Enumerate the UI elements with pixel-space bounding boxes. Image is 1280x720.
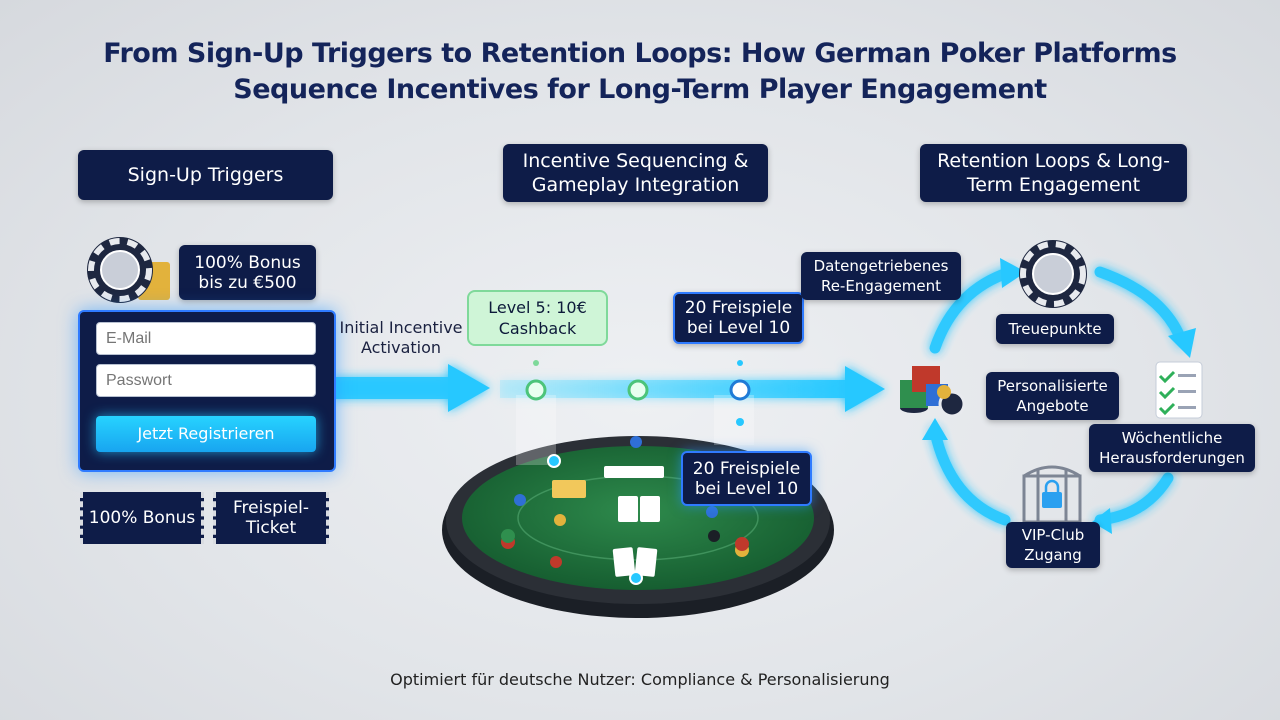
reengagement-label: Datengetriebenes Re-Engagement: [801, 252, 961, 300]
poker-table: [442, 395, 834, 618]
registration-form: Jetzt Registrieren: [78, 310, 336, 472]
retention-chip-stack-icon: [900, 366, 966, 418]
playing-cards-icon: [552, 466, 664, 577]
footer-note: Optimiert für deutsche Nutzer: Complianc…: [390, 670, 890, 689]
stage-header-sequencing: Incentive Sequencing & Gameplay Integrat…: [503, 144, 768, 202]
vip-access-label: VIP-Club Zugang: [1006, 522, 1100, 568]
loyalty-chip-icon: [1019, 240, 1087, 308]
timeline-nodes: [525, 360, 751, 426]
stage-header-retention: Retention Loops & Long-Term Engagement: [920, 144, 1187, 202]
page-title: From Sign-Up Triggers to Retention Loops…: [40, 36, 1240, 108]
register-button[interactable]: Jetzt Registrieren: [96, 416, 316, 452]
table-chips-icon: [501, 436, 749, 568]
milestone-level10-top: 20 Freispiele bei Level 10: [673, 292, 804, 344]
vip-gate-icon: [1022, 465, 1082, 524]
timeline-beam: [500, 366, 885, 412]
milestone-level5: Level 5: 10€ Cashback: [467, 290, 608, 346]
email-field[interactable]: [96, 322, 316, 355]
weekly-challenges-label: Wöchentliche Herausforderungen: [1089, 424, 1255, 472]
title-line-2: Sequence Incentives for Long-Term Player…: [233, 74, 1047, 105]
stage-header-signup: Sign-Up Triggers: [78, 150, 333, 200]
activation-label: Initial Incentive Activation: [339, 318, 463, 357]
loyalty-points-label: Treuepunkte: [996, 314, 1114, 344]
milestone-level10-table: 20 Freispiele bei Level 10: [681, 451, 812, 506]
loop-arrowheads: [922, 258, 1196, 534]
ticket-freespin: Freispiel-Ticket: [213, 492, 329, 544]
bonus-badge: 100% Bonus bis zu €500: [179, 245, 316, 300]
password-field[interactable]: [96, 364, 316, 397]
personalized-offers-label: Personalisierte Angebote: [986, 372, 1119, 420]
ticket-bonus: 100% Bonus: [80, 492, 204, 544]
poker-chip-icon: [87, 237, 170, 303]
checklist-icon: [1155, 361, 1203, 419]
title-line-1: From Sign-Up Triggers to Retention Loops…: [103, 38, 1177, 69]
activation-arrow: [332, 364, 490, 412]
